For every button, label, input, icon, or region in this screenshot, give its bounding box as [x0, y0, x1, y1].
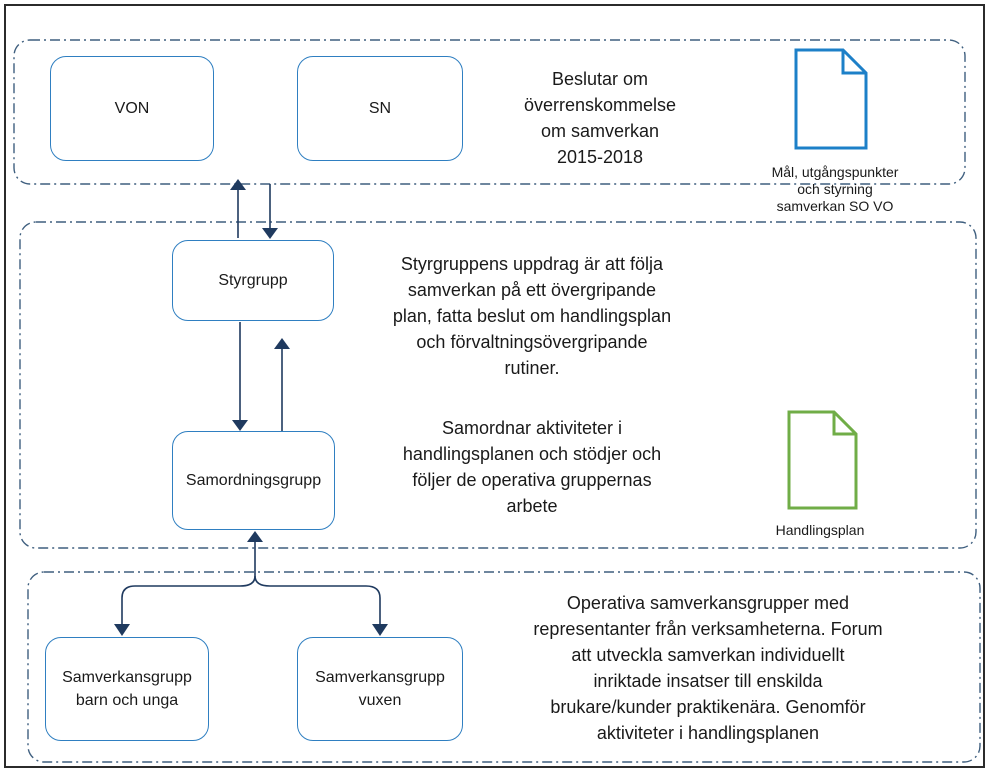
- arrowhead-up: [247, 531, 263, 542]
- outer-frame: [4, 4, 985, 768]
- sn-box: SN: [297, 56, 463, 161]
- panel-top: [13, 39, 966, 185]
- von-box: VON: [50, 56, 214, 161]
- panel-middle: [19, 221, 977, 549]
- samordning-description: Samordnar aktiviteter i handlingsplanen …: [402, 418, 662, 516]
- arrowhead-down: [232, 420, 248, 431]
- connector-branch-left: [121, 575, 256, 626]
- samverkansgrupp-barn-label: Samverkansgrupp barn och unga: [62, 669, 192, 709]
- styrgrupp-label: Styrgrupp: [218, 272, 288, 289]
- samordningsgrupp-box: Samordningsgrupp: [172, 431, 335, 530]
- samordningsgrupp-label: Samordningsgrupp: [185, 472, 322, 489]
- styrgrupp-description: Styrgruppens uppdrag är att följa samver…: [392, 254, 672, 378]
- document-icon: [787, 410, 858, 510]
- sn-label: SN: [368, 100, 392, 117]
- von-label: VON: [114, 100, 150, 117]
- samverkansgrupp-vuxen-box: Samverkansgrupp vuxen: [297, 637, 463, 741]
- document-icon: [794, 48, 868, 150]
- operative-description: Operativa samverkansgrupper med represen…: [533, 593, 883, 743]
- arrowhead-up: [230, 179, 246, 190]
- arrowhead-down: [372, 624, 388, 636]
- decision-text: Beslutar om överrenskommelse om samverka…: [523, 69, 677, 167]
- arrowhead-down: [262, 228, 278, 239]
- goals-doc-label: Mål, utgångspunkter och styrning samverk…: [771, 164, 899, 214]
- panel-bottom: [27, 571, 981, 763]
- styrgrupp-box: Styrgrupp: [172, 240, 334, 321]
- samverkansgrupp-vuxen-label: Samverkansgrupp vuxen: [315, 669, 445, 709]
- handlingsplan-doc-label: Handlingsplan: [775, 522, 865, 538]
- connector-branch-right: [254, 575, 381, 626]
- samverkansgrupp-barn-box: Samverkansgrupp barn och unga: [45, 637, 209, 741]
- arrowhead-up: [274, 338, 290, 349]
- arrowhead-down: [114, 624, 130, 636]
